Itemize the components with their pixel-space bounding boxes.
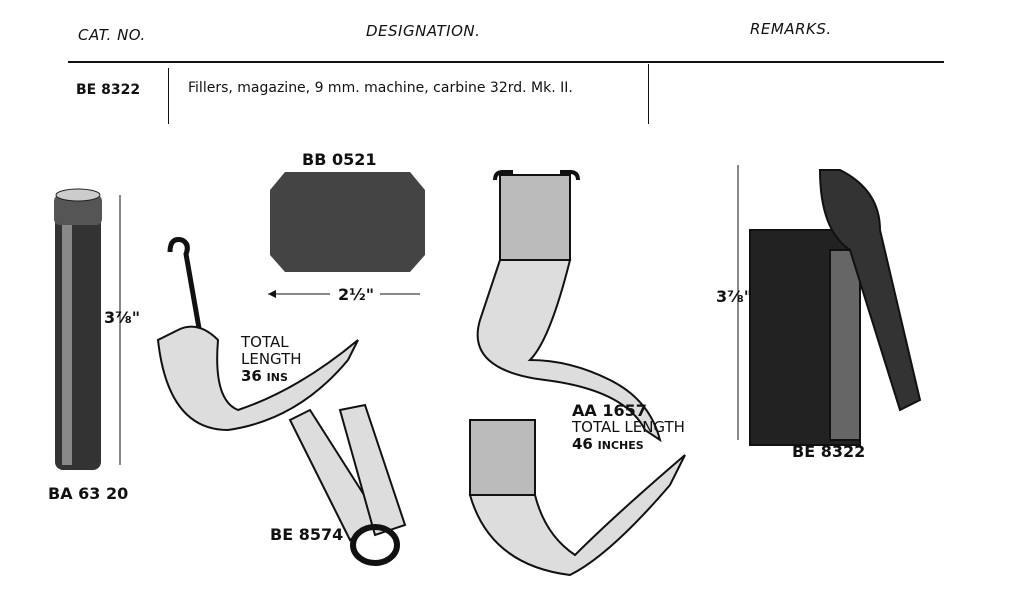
ring-strap-illustration [288, 403, 407, 566]
header-cat-no: CAT. NO. [78, 26, 146, 44]
hook-strap-caption: TOTAL LENGTH 36 INS [241, 334, 302, 386]
long-strap-illustration [468, 170, 686, 577]
caption-line: TOTAL LENGTH [572, 418, 685, 436]
filler-illustration [737, 165, 922, 446]
column-divider [648, 64, 649, 124]
column-divider [168, 68, 169, 124]
caption-line: LENGTH [241, 350, 302, 368]
hook-strap-illustration [156, 237, 359, 432]
pad-illustration [268, 172, 425, 298]
header-designation: DESIGNATION. [366, 22, 481, 40]
long-strap-code: AA 1657 [572, 401, 647, 420]
filler-dimension: 3⅞" [716, 287, 753, 306]
pad-dimension: 2½" [338, 285, 375, 304]
filler-code: BE 8322 [792, 442, 866, 461]
caption-number: 36 [241, 367, 262, 385]
row-cat-no: BE 8322 [76, 82, 141, 98]
caption-number: 46 [572, 435, 593, 453]
ring-strap-code: BE 8574 [270, 525, 344, 544]
caption-unit: INS [266, 371, 288, 384]
header-remarks: REMARKS. [750, 20, 832, 38]
tube-dimension: 3⅞" [104, 308, 141, 327]
tube-illustration [54, 188, 121, 470]
long-strap-caption: AA 1657 TOTAL LENGTH 46 INCHES [572, 402, 685, 454]
header-rule [68, 61, 944, 63]
pad-code: BB 0521 [302, 150, 377, 169]
row-designation: Fillers, magazine, 9 mm. machine, carbin… [188, 80, 573, 96]
caption-unit: INCHES [597, 439, 644, 452]
tube-code: BA 63 20 [48, 484, 129, 503]
caption-line: TOTAL [241, 333, 289, 351]
